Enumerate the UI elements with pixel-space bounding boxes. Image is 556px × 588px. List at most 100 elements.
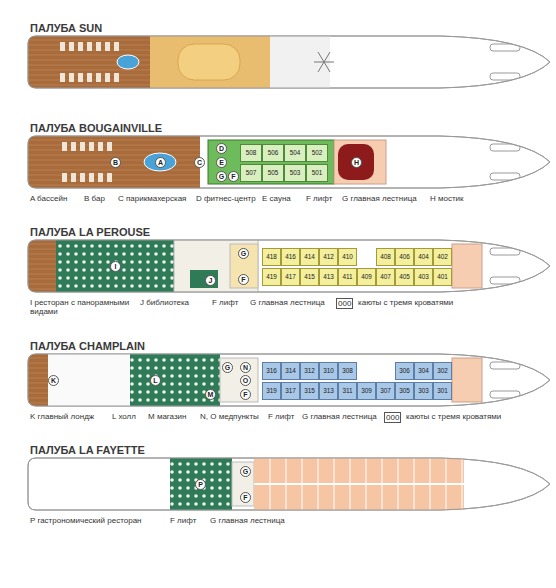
marker-letter: N [241,363,250,372]
cabin-number: 413 [320,269,337,285]
cabin-number: 401 [434,269,451,285]
legend-text: G главная лестница [210,516,285,525]
legend-text: L холл [112,412,136,421]
cabin: 501 [306,164,328,182]
area-marker: E [216,157,227,168]
area-marker: D [216,143,227,154]
cabin-number: 508 [241,145,261,161]
cabin-number: 502 [307,145,327,161]
restaurant [56,240,174,292]
cabin: 317 [281,382,300,400]
legend-text: C парикмахерская [118,194,186,203]
cabin: 412 [319,248,338,266]
marker-letter: H [352,158,361,167]
legend-text: M магазин [148,412,187,421]
fitness-area [208,140,334,184]
deck: ПАЛУБА CHAMPLAINKLGNOMF31631431231030830… [0,340,556,408]
cabin-number: 307 [377,383,394,399]
deck: ПАЛУБА LA FAYETTE P G F [0,444,556,512]
legend-text: J библиотека [140,298,189,307]
area-marker: H [351,157,362,168]
marker-letter: F [241,493,250,502]
cabin: 413 [319,268,338,286]
cabin-number: 305 [396,383,413,399]
cabin: 308 [338,362,357,380]
cabin: 307 [376,382,395,400]
deck-title: ПАЛУБА CHAMPLAIN [30,340,145,352]
legend-text: F лифт [306,194,332,203]
cabin: 418 [262,248,281,266]
cabin: 410 [338,248,357,266]
legend-text: I ресторан с панорамными видами [30,298,130,316]
cabin-number: 308 [339,363,356,379]
area-marker: M [205,389,216,400]
cabin: 302 [433,362,452,380]
cabin: 305 [395,382,414,400]
cabin-number: 309 [358,383,375,399]
area-marker: G [216,171,227,182]
marker-letter: O [241,376,250,385]
marker-letter: B [111,158,120,167]
marker-letter: G [223,363,232,372]
marker-letter: G [239,249,248,258]
area-marker: F [240,389,251,400]
cabin: 301 [433,382,452,400]
wood-deck [26,354,48,406]
cabin: 401 [433,268,452,286]
cabin: 306 [395,362,414,380]
cabin-number: 405 [396,269,413,285]
area-marker: N [240,362,251,373]
legend-text: каюты с тремя кроватями [406,412,501,421]
cabin-number: 310 [320,363,337,379]
hull [28,354,550,406]
cabin: 311 [338,382,357,400]
cabin-number: 417 [282,269,299,285]
area-marker: G [222,362,233,373]
cabin: 314 [281,362,300,380]
cabin: 408 [376,248,395,266]
pool [144,153,176,171]
cabin: 403 [414,268,433,286]
cabin: 304 [414,362,433,380]
area-marker: G [240,466,251,477]
marker-letter: F [229,172,238,181]
deck-title: ПАЛУБА LA FAYETTE [30,444,145,456]
legend-text: P гастрономический ресторан [30,516,142,525]
cabin-number: 312 [301,363,318,379]
deck: ПАЛУБА LA PEROUSEIJGF4184164144124104084… [0,226,556,294]
area-marker: J [205,275,216,286]
hull [28,240,550,292]
cabin: 411 [338,268,357,286]
legend-text: E сауна [262,194,291,203]
cabin-number: 408 [377,249,394,265]
cabin-number: 414 [301,249,318,265]
cabin: 313 [319,382,338,400]
deck: ПАЛУБА BOUGAINVILLEABCDEGFH5085065045025… [0,122,556,190]
legend-text: H мостик [430,194,464,203]
area-marker: B [110,157,121,168]
hull [28,458,550,510]
cabin-number: 419 [263,269,280,285]
cabin-number: 501 [307,165,327,181]
cabin: 416 [281,248,300,266]
legend-text: F лифт [268,412,294,421]
cabin-number: 412 [320,249,337,265]
marker-letter: G [241,467,250,476]
marker-letter: G [217,172,226,181]
cabin-number: 503 [285,165,305,181]
legend-text: F лифт [170,516,196,525]
cabin: 319 [262,382,281,400]
bridge [338,144,374,180]
marker-letter: M [206,390,215,399]
area-marker: G [238,248,249,259]
cabin-number: 409 [358,269,375,285]
area-marker: P [195,479,206,490]
cabin: 405 [395,268,414,286]
legend-text: K главный лондж [30,412,94,421]
cabin: 503 [284,164,306,182]
cabin: 502 [306,144,328,162]
cabin-number: 315 [301,383,318,399]
cabin-number: 403 [415,269,432,285]
cabin: 415 [300,268,319,286]
